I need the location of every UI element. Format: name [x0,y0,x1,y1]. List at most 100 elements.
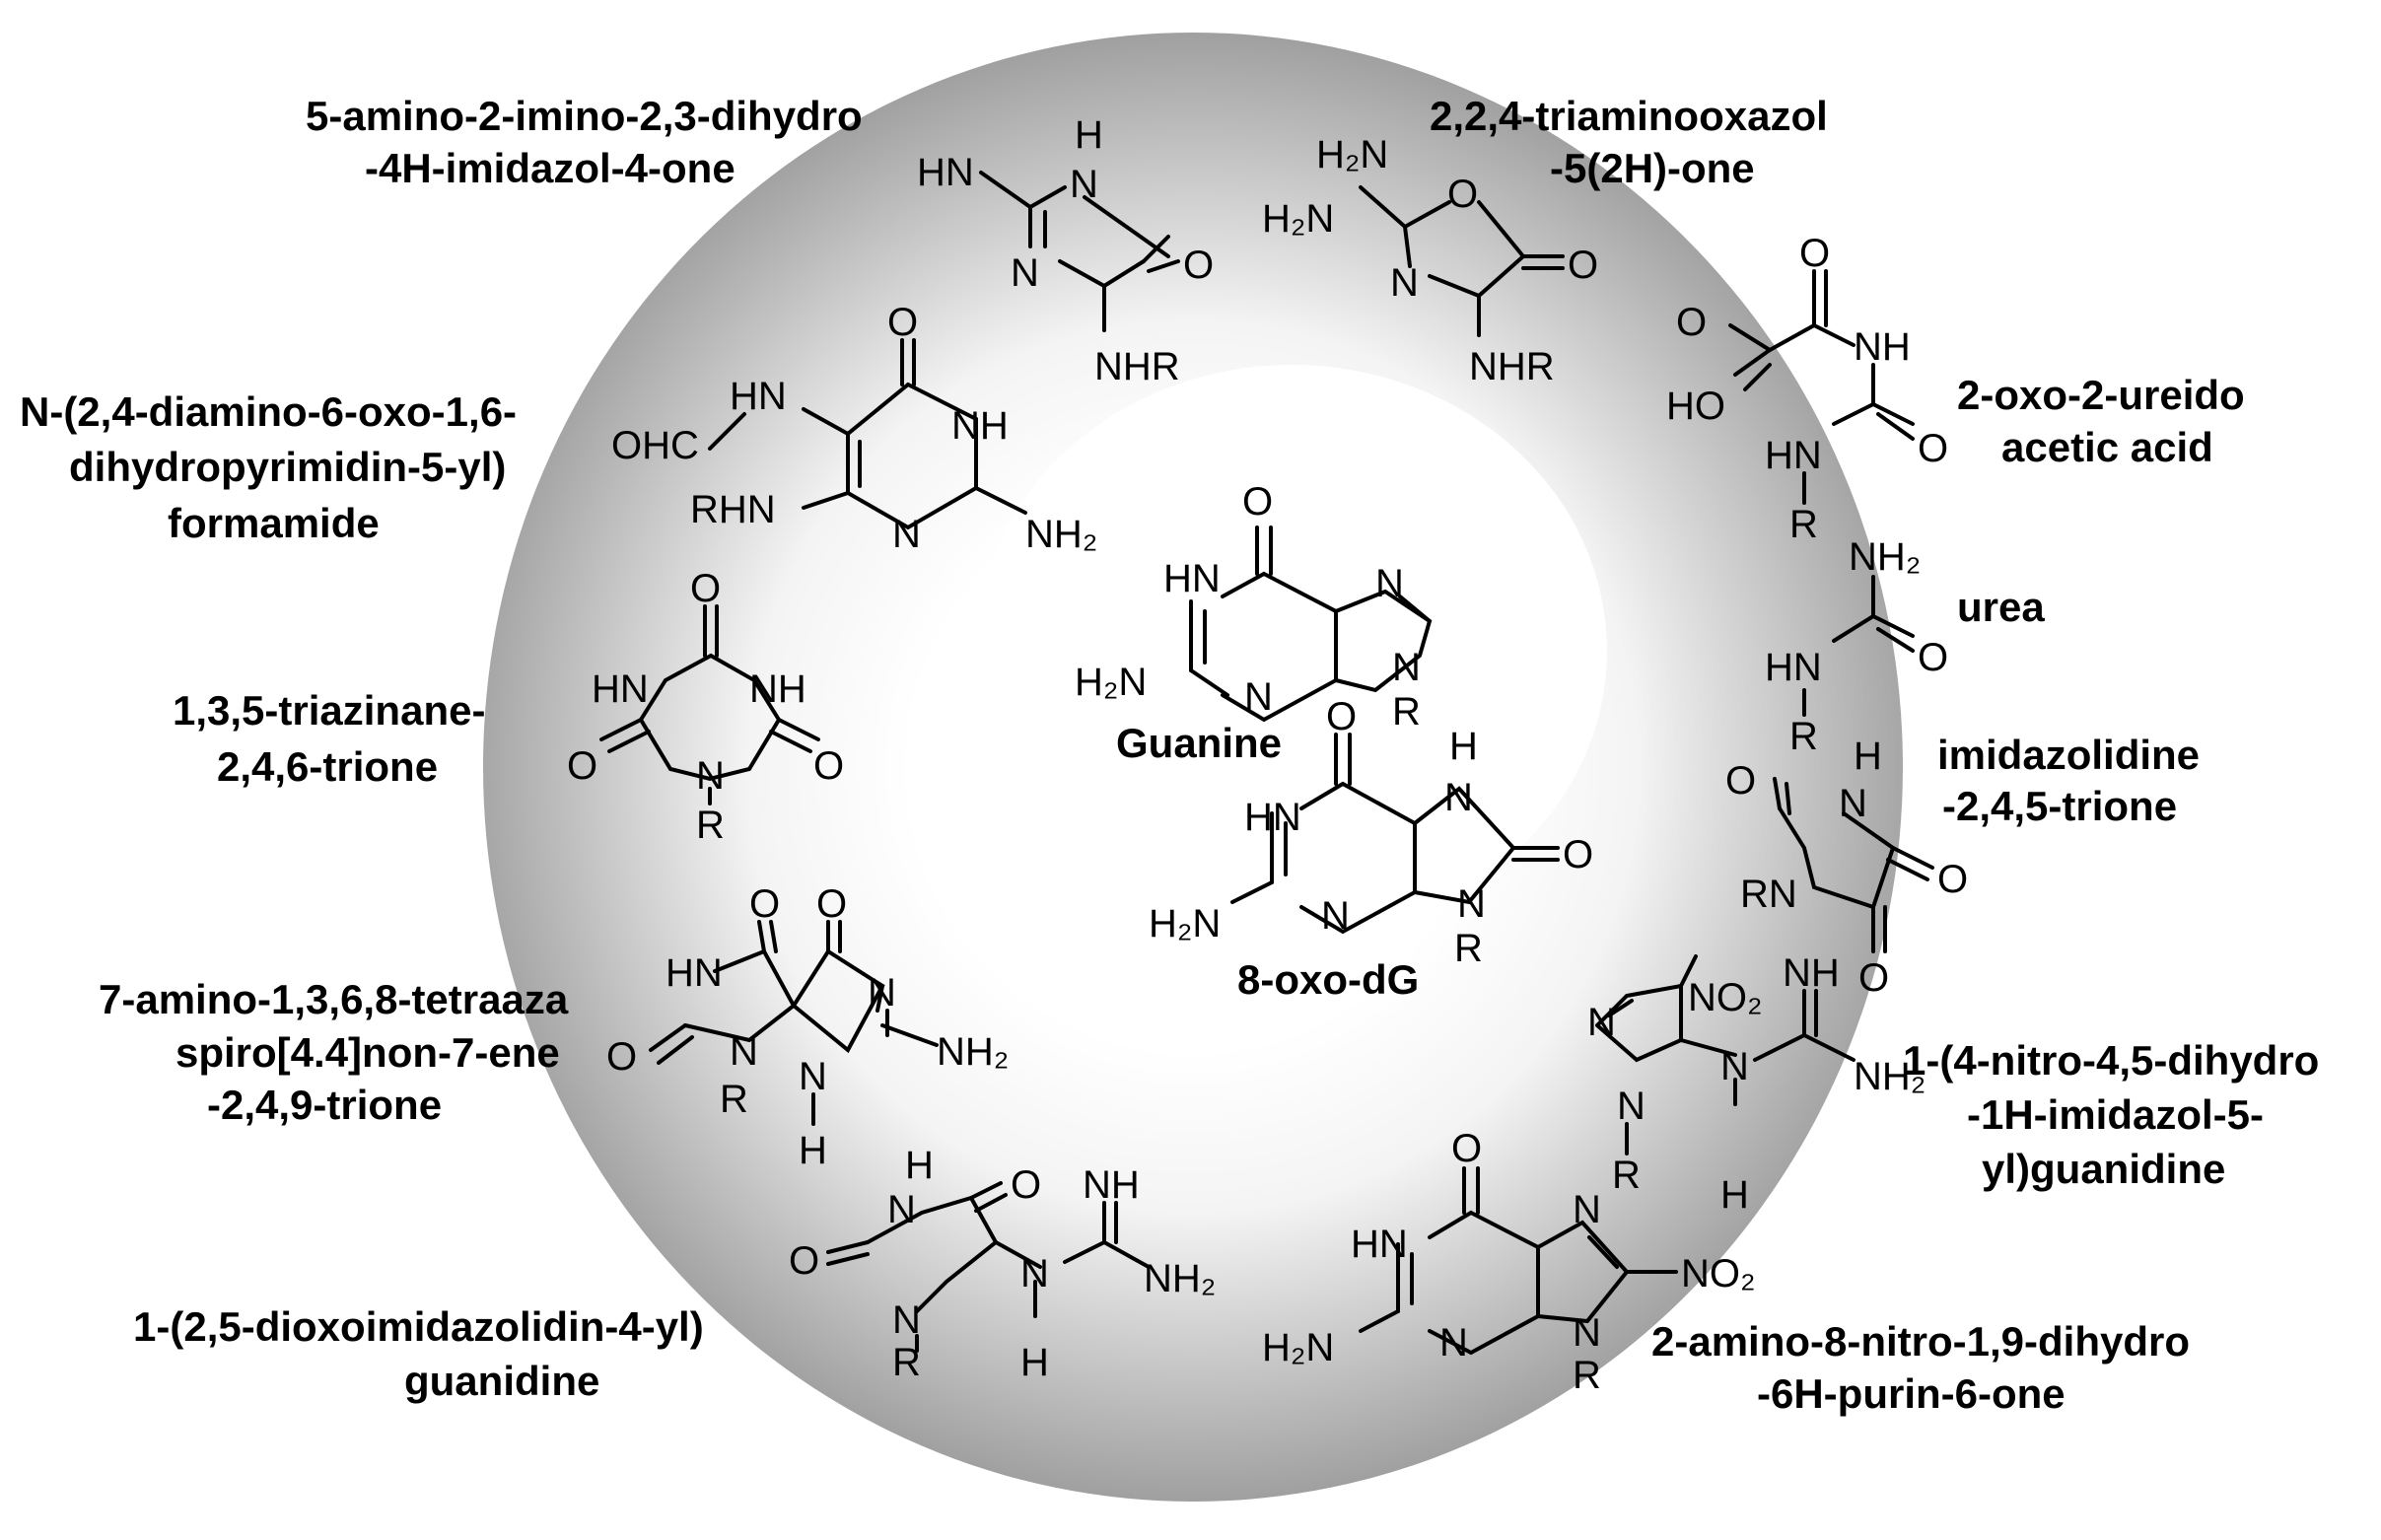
c7-no2: NO₂ [1681,1252,1756,1295]
c10-label-2: 2,4,6-trione [217,743,438,790]
c8-n: N [887,1188,916,1231]
c4-label: urea [1957,584,2045,630]
c1-o: O [1183,244,1214,287]
c7-o6: O [1451,1127,1482,1170]
c3-label-2: acetic acid [2001,424,2213,470]
c7-r: R [1573,1354,1601,1397]
c9-o-left: O [749,882,780,926]
c9-n: N [868,971,896,1015]
c9-label-3: -2,4,9-trione [207,1082,442,1128]
c8-h: H [905,1144,934,1187]
c1-h: H [1075,113,1103,157]
c8-label-2: guanidine [404,1358,599,1404]
c7-n3: N [1439,1321,1468,1365]
c2-o5: O [1568,244,1598,287]
c6-label-2: -1H-imidazol-5- [1967,1091,2264,1138]
guanine-n1h: HN [1163,557,1221,600]
c11-label-3: formamide [168,500,380,546]
c5-n3: N [1839,782,1867,825]
guanine-label: Guanine [1116,720,1282,766]
compound-2-triaminooxazolone: H₂N H₂N O O N NHR 2,2,4-triaminooxazol -… [1262,93,1828,388]
c3-nh: NH [1854,325,1911,369]
compound-8-dioxoimidazolidinyl-guanidine: H N O O NH N R N H NH₂ 1-(2,5-dioxoimida… [133,1144,1216,1404]
c6-nh-imine: NH [1783,951,1840,995]
c11-o: O [887,301,918,344]
c10-o-right: O [813,744,844,788]
c11-ohc: OHC [611,424,699,467]
oxo-r: R [1454,927,1483,970]
c7-label-2: -6H-purin-6-one [1757,1370,2066,1417]
guanine-n9: N [1392,646,1421,689]
oxo-n3: N [1321,894,1350,938]
oxo-n7: N [1444,776,1473,819]
oxo-o6: O [1326,695,1357,738]
c10-nh: NH [749,667,806,711]
guanine-o6: O [1242,480,1273,524]
c6-n-link: N [1720,1045,1749,1088]
c10-o-top: O [690,567,721,610]
c5-h: H [1854,735,1882,778]
c9-h: H [799,1129,827,1172]
c11-rhn: RHN [690,488,776,531]
c7-n7: N [1573,1188,1601,1231]
c9-label-2: spiro[4.4]non-7-ene [175,1029,560,1076]
compound-7-nitroguanine: O HN H₂N N N NO₂ N R 2-amino-8-nitro-1,9… [1262,1127,2190,1417]
c2-n: N [1390,261,1419,305]
oxo-nh2: H₂N [1149,902,1221,945]
compound-5-imidazolidinetrione: O H N RN O O imidazolidine -2,4,5-trione [1725,732,2200,1000]
c1-n3: N [1011,251,1039,295]
c5-label-1: imidazolidine [1937,732,2200,778]
c8-n-link: N [1020,1252,1049,1295]
c3-r: R [1789,503,1818,546]
c9-hn: HN [665,951,723,995]
c1-label-1: 5-amino-2-imino-2,3-dihydro [306,93,863,139]
c2-h2n-1: H₂N [1316,133,1388,176]
oxo-dg-structure: O HN H₂N N H N O N R 8-oxo-dG [1149,695,1593,1003]
c3-o-urea: O [1918,427,1948,470]
c11-label-2: dihydropyrimidin-5-yl) [69,444,506,490]
c6-label-3: yl)guanidine [1982,1146,2225,1192]
c11-label-1: N-(2,4-diamino-6-oxo-1,6- [20,388,517,435]
c6-r: R [1612,1154,1641,1197]
c2-label-1: 2,2,4-triaminooxazol [1430,93,1828,139]
c6-n3: N [1587,1001,1616,1044]
c8-r: R [892,1341,921,1384]
c5-o2: O [1725,759,1756,803]
c5-o5: O [1858,956,1889,1000]
c9-o2: O [606,1035,637,1079]
c9-n6: N [799,1055,827,1098]
c6-nh2: NH₂ [1854,1055,1926,1098]
c4-r: R [1789,715,1818,758]
c3-ho: HO [1666,385,1725,428]
c6-no2: NO₂ [1688,976,1763,1019]
c2-label-2: -5(2H)-one [1550,145,1755,191]
c8-n1: N [892,1298,921,1342]
c3-o-keto: O [1799,232,1830,275]
c10-r: R [696,804,725,847]
inner-hole [976,365,1607,937]
oxo-h7: H [1449,725,1478,768]
compound-3-ureido-acetic-acid: O O HO NH O HN R 2-oxo-2-ureido acetic a… [1666,232,2245,546]
c3-hn: HN [1765,434,1822,477]
c7-hn: HN [1351,1223,1408,1266]
c2-nhr: NHR [1469,345,1555,388]
c10-hn: HN [592,667,649,711]
c8-nh2: NH₂ [1144,1257,1216,1300]
c11-nh: NH [951,404,1009,448]
c7-h2n: H₂N [1262,1326,1334,1369]
c7-label-1: 2-amino-8-nitro-1,9-dihydro [1651,1318,2190,1365]
c4-o: O [1918,636,1948,679]
c11-nh2: NH₂ [1025,513,1097,556]
compound-6-nitroimidazolyl-guanidine: N NO₂ NH N R N H NH₂ 1-(4-nitro-4,5-dihy… [1587,951,2319,1217]
oxo-n9: N [1457,882,1486,926]
c8-nh: NH [1083,1163,1140,1207]
c10-o-left: O [567,744,597,788]
compound-9-spiroiminodihydantoin: O O HN N O N R N H NH₂ 7-amino-1,3,6,8-t… [99,882,1009,1172]
c1-hn: HN [917,151,974,194]
c11-n: N [892,513,921,556]
guanine-n3: N [1244,675,1273,719]
c8-label-1: 1-(2,5-dioxoimidazolidin-4-yl) [133,1303,704,1350]
compound-11-fapy-guanine: O HN NH OHC RHN N NH₂ N-(2,4-diamino-6-o… [20,301,1097,556]
